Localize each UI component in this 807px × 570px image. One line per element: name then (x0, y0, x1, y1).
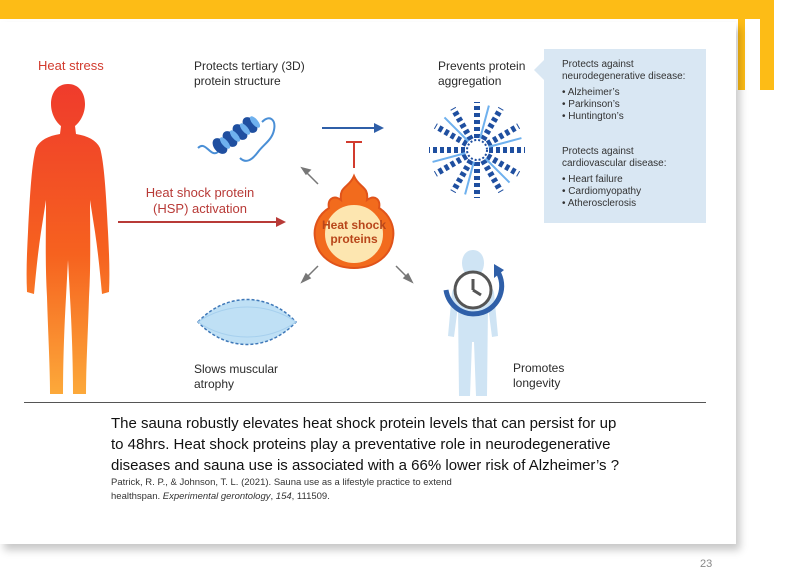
citation-journal: Experimental gerontology (162, 491, 271, 502)
side-accent-bar (738, 0, 745, 90)
list-item: • Parkinson’s (562, 99, 620, 110)
cardio-heading-line: cardiovascular disease: (562, 158, 667, 169)
heat-stress-label: Heat stress (38, 58, 104, 73)
promotes-longevity-line: Promotes (513, 361, 565, 375)
heat-stress-body-figure (26, 84, 110, 394)
protects-structure-line: protein structure (194, 74, 281, 88)
list-item: • Heart failure (562, 174, 623, 185)
side-accent-bar (760, 0, 774, 90)
list-item: • Huntington’s (562, 111, 624, 122)
hsp-activation-line: (HSP) activation (153, 201, 247, 216)
prevents-aggregation-line: Prevents protein (438, 59, 526, 73)
list-item: • Alzheimer’s (562, 87, 620, 98)
figure-divider (24, 402, 706, 403)
cardio-heading: Protects against cardiovascular disease: (562, 146, 667, 170)
heat-shock-line: proteins (330, 232, 378, 246)
hsp-activation-line: Heat shock protein (145, 185, 255, 200)
cardio-disease-list: • Heart failure • Cardiomyopathy • Ather… (562, 174, 641, 210)
promotes-longevity-line: longevity (513, 376, 561, 390)
promotes-longevity-label: Promotes longevity (513, 361, 564, 391)
citation-line: healthspan. Experimental gerontology, 15… (111, 490, 452, 504)
protein-helix-icon (197, 116, 276, 162)
prevents-aggregation-line: aggregation (438, 74, 502, 88)
list-item: • Atherosclerosis (562, 198, 637, 209)
panel-pointer (534, 60, 544, 80)
page-number: 23 (700, 558, 713, 570)
heat-shock-proteins-label: Heat shock proteins (316, 218, 392, 246)
top-accent-bar (0, 0, 770, 19)
longevity-figure-icon (443, 250, 505, 396)
slows-atrophy-line: Slows muscular (194, 362, 279, 376)
caption-line: diseases and sauna use is associated wit… (111, 457, 620, 474)
slows-atrophy-label: Slows muscular atrophy (194, 362, 278, 392)
neuro-disease-list: • Alzheimer’s • Parkinson’s • Huntington… (562, 87, 624, 123)
blocking-arrow-icon (322, 123, 384, 168)
citation-text: , (270, 491, 276, 502)
muscle-fiber-icon (196, 298, 298, 346)
neuro-heading-line: Protects against (562, 59, 634, 70)
citation-line: Patrick, R. P., & Johnson, T. L. (2021).… (111, 477, 452, 488)
caption-line: The sauna robustly elevates heat shock p… (111, 415, 617, 432)
protein-aggregate-icon (429, 102, 525, 198)
prevents-aggregation-label: Prevents protein aggregation (438, 59, 525, 89)
citation-text: , 111509. (291, 491, 330, 502)
slows-atrophy-line: atrophy (194, 377, 235, 391)
protects-structure-line: Protects tertiary (3D) (194, 59, 305, 73)
protects-structure-label: Protects tertiary (3D) protein structure (194, 59, 305, 89)
diagonal-arrows-icon (300, 166, 414, 284)
cardio-heading-line: Protects against (562, 146, 634, 157)
citation-volume: 154 (275, 491, 292, 502)
neuro-heading: Protects against neurodegenerative disea… (562, 59, 685, 83)
neuro-heading-line: neurodegenerative disease: (562, 71, 686, 82)
hsp-activation-arrow (118, 217, 286, 227)
citation-text: healthspan. (111, 491, 163, 502)
hsp-activation-label: Heat shock protein (HSP) activation (138, 185, 262, 217)
heat-shock-flame-icon (313, 173, 395, 270)
citation: Patrick, R. P., & Johnson, T. L. (2021).… (111, 476, 452, 504)
disease-protection-panel (544, 49, 706, 223)
slide-caption: The sauna robustly elevates heat shock p… (111, 413, 619, 476)
heat-shock-line: Heat shock (321, 218, 387, 232)
list-item: • Cardiomyopathy (562, 186, 642, 197)
caption-line: to 48hrs. Heat shock proteins play a pre… (111, 436, 611, 453)
